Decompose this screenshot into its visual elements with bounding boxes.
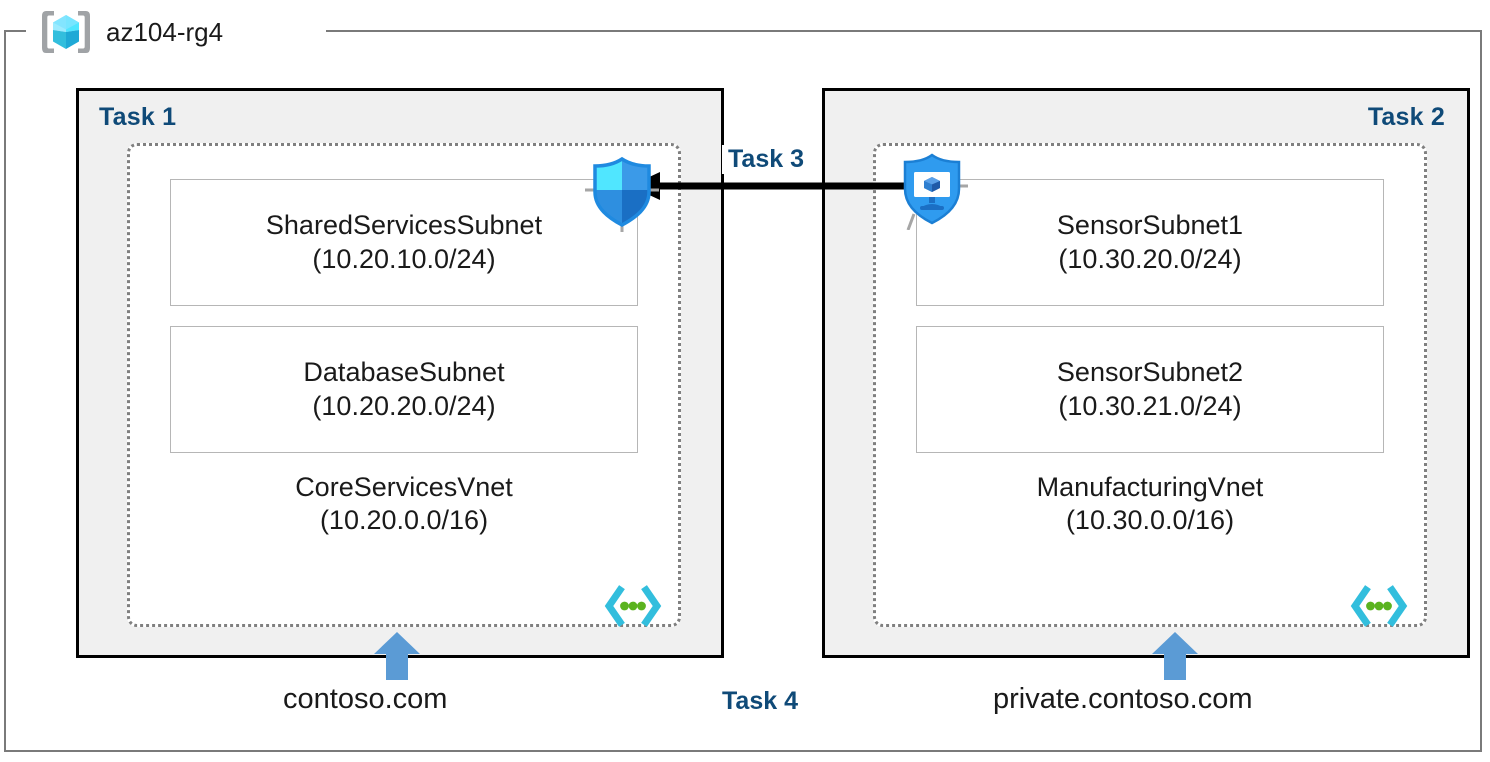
subnet-cidr: (10.20.20.0/24) bbox=[312, 390, 496, 421]
task2-panel: Task 2 SensorSubnet1 (10.30.20.0/24) Sen… bbox=[822, 88, 1470, 658]
subnet-cidr: (10.20.10.0/24) bbox=[312, 243, 496, 274]
subnet-name: SharedServicesSubnet bbox=[265, 210, 543, 241]
task1-label: Task 1 bbox=[99, 103, 177, 131]
task2-label: Task 2 bbox=[1367, 103, 1445, 131]
task4-label: Task 4 bbox=[722, 687, 798, 715]
subnet-name: DatabaseSubnet bbox=[303, 357, 505, 388]
subnet-sensorsubnet2: SensorSubnet2 (10.30.21.0/24) bbox=[916, 326, 1384, 453]
task3-label: Task 3 bbox=[722, 145, 810, 174]
task1-panel: Task 1 SharedServicesSubnet (10.20.10.0/… bbox=[76, 88, 724, 658]
azure-defender-shield-vm-icon bbox=[896, 152, 968, 231]
dns-zone-label-contoso: contoso.com bbox=[283, 683, 448, 715]
resource-group-frame bbox=[4, 30, 1482, 752]
vnet-angle-brackets-icon bbox=[602, 584, 664, 628]
vnet-cidr: (10.20.0.0/16) bbox=[319, 505, 489, 536]
up-arrow-icon bbox=[1152, 632, 1198, 680]
vnet-name: ManufacturingVnet bbox=[1036, 472, 1264, 502]
subnet-databasesubnet: DatabaseSubnet (10.20.20.0/24) bbox=[170, 326, 638, 453]
vnet-name: CoreServicesVnet bbox=[295, 472, 513, 502]
resource-group-header: az104-rg4 bbox=[38, 8, 223, 56]
subnet-name: SensorSubnet1 bbox=[1056, 210, 1244, 241]
subnet-cidr: (10.30.20.0/24) bbox=[1058, 243, 1242, 274]
azure-resource-group-cube-icon bbox=[38, 8, 94, 56]
up-arrow-icon bbox=[374, 632, 420, 680]
subnet-sensorsubnet1: SensorSubnet1 (10.30.20.0/24) bbox=[916, 179, 1384, 306]
manufacturingvnet-container: SensorSubnet1 (10.30.20.0/24) SensorSubn… bbox=[873, 143, 1427, 627]
subnet-cidr: (10.30.21.0/24) bbox=[1058, 390, 1242, 421]
resource-group-name: az104-rg4 bbox=[106, 17, 224, 47]
vnet-angle-brackets-icon bbox=[1348, 584, 1410, 628]
subnet-sharedservicessubnet: SharedServicesSubnet (10.20.10.0/24) bbox=[170, 179, 638, 306]
vnet-cidr: (10.30.0.0/16) bbox=[1065, 505, 1235, 536]
dns-zone-label-private-contoso: private.contoso.com bbox=[993, 683, 1253, 715]
vnet-caption: ManufacturingVnet (10.30.0.0/16) bbox=[876, 471, 1424, 538]
coreservicesvnet-container: SharedServicesSubnet (10.20.10.0/24) Dat… bbox=[127, 143, 681, 627]
subnet-name: SensorSubnet2 bbox=[1056, 357, 1244, 388]
azure-firewall-shield-icon bbox=[585, 156, 659, 232]
vnet-caption: CoreServicesVnet (10.20.0.0/16) bbox=[130, 471, 678, 538]
